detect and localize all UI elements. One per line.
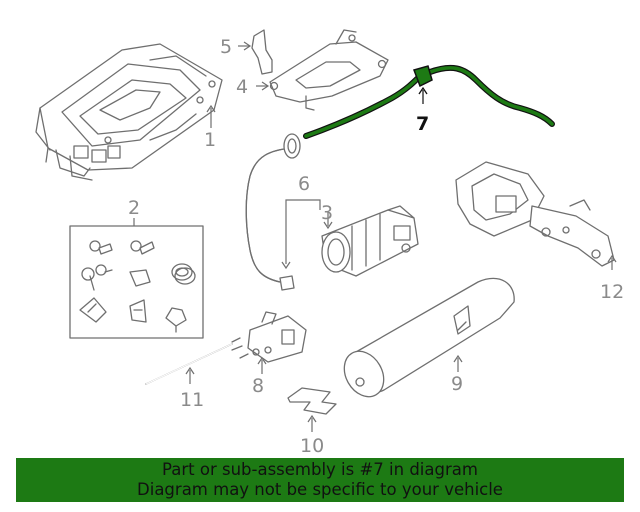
clip-icon [129,269,151,287]
bolt-icon [130,240,155,255]
part-8-valve-block[interactable] [231,311,307,363]
part-5-small-bracket[interactable] [251,29,273,75]
callout-3: 3 [321,202,333,224]
part-9-air-reservoir-tank[interactable] [336,277,515,403]
callout-1: 1 [204,129,216,151]
part-12-module-bracket[interactable] [455,161,615,267]
part-info-banner: Part or sub-assembly is #7 in diagram Di… [16,458,624,502]
clip-icon [79,297,107,323]
callout-9: 9 [451,373,463,395]
callout-8: 8 [252,375,264,397]
part-10-retaining-clip[interactable] [287,387,337,415]
part-6-air-line[interactable] [245,133,301,291]
callout-6: 6 [298,173,310,195]
callout-2: 2 [128,197,140,219]
part-7-air-hose-highlighted[interactable] [303,64,555,139]
bolt-icon [89,240,113,255]
push-pin-icon [165,307,187,333]
bolt-icon [95,264,113,276]
spring-icon [171,263,196,285]
part-4-mounting-bracket[interactable] [269,29,389,111]
part-1-compressor-assembly[interactable] [35,43,223,181]
banner-line-disclaimer: Diagram may not be specific to your vehi… [137,480,503,499]
callout-4: 4 [236,76,248,98]
part-11-rod[interactable] [145,343,233,385]
callout-5: 5 [220,36,232,58]
callout-11: 11 [180,389,204,411]
clip-icon [129,299,147,323]
callout-10: 10 [300,435,324,457]
part-2-hardware-kit[interactable] [69,225,204,339]
part-3-compressor-motor[interactable] [321,205,419,277]
callout-12: 12 [600,281,624,303]
callout-7: 7 [416,113,429,135]
bolt-icon [81,267,95,291]
banner-line-part-number: Part or sub-assembly is #7 in diagram [162,460,478,479]
